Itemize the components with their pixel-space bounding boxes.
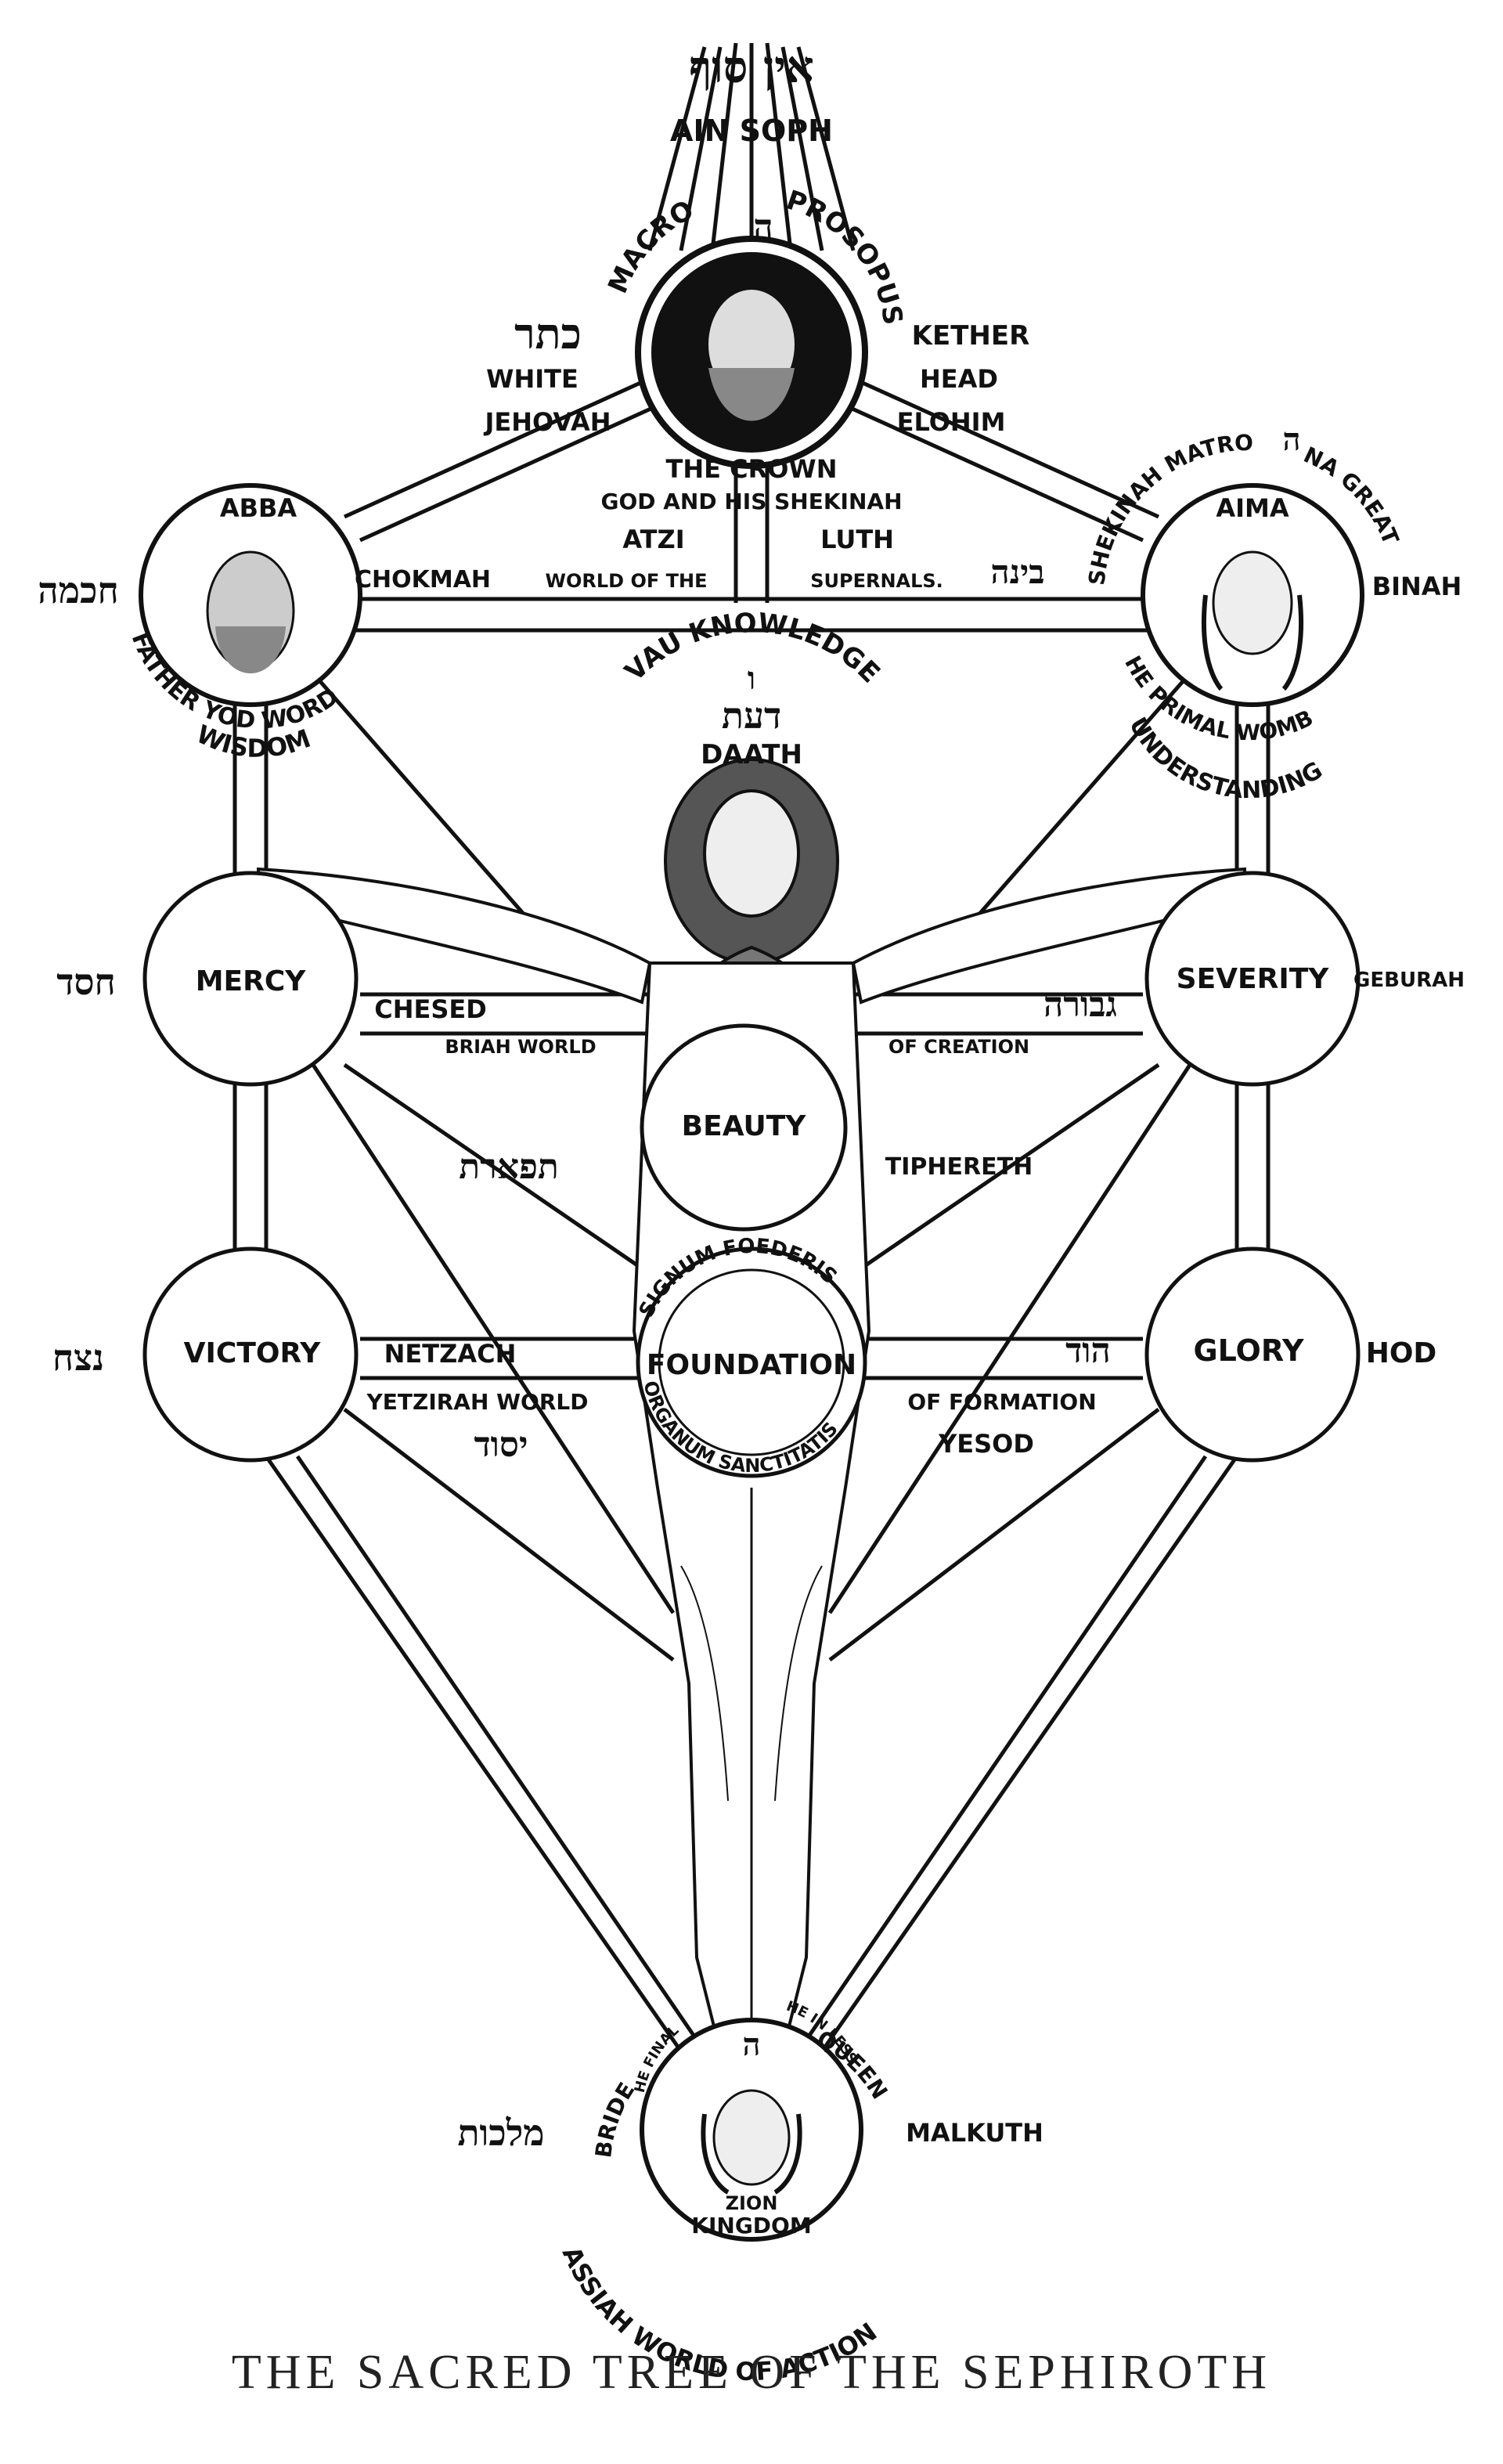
hod-hebrew: הוד [1065, 1331, 1111, 1371]
atziluth-part-2: LUTH [820, 525, 894, 554]
supernal-world-1: WORLD OF THE [546, 570, 708, 592]
netzach-hebrew: נצח [52, 1337, 104, 1379]
crown-below-1: THE CROWN [665, 454, 837, 484]
sephirah-tiphereth [640, 1023, 848, 1232]
malkuth-hebrew: מלכות [457, 2112, 544, 2154]
malkuth-label: MALKUTH [906, 2118, 1043, 2148]
sephirah-geburah [1144, 871, 1361, 1087]
kingdom-label: KINGDOM [691, 2213, 811, 2239]
chesed-label: CHESED [374, 994, 487, 1024]
sephirah-netzach [142, 1246, 359, 1463]
hod-label: HOD [1366, 1337, 1437, 1369]
geburah-label: GEBURAH [1353, 969, 1465, 992]
yesod-hebrew: יסוד [474, 1425, 528, 1465]
foundation-name: FOUNDATION [647, 1349, 856, 1381]
binah-hebrew: בינה [990, 553, 1044, 591]
ain-soph-hebrew: אין סוף [689, 41, 814, 93]
geburah-hebrew: גבורה [1043, 985, 1117, 1025]
severity-name: SEVERITY [1177, 963, 1330, 995]
malkuth-letter: ה [742, 2026, 760, 2063]
tiphereth-hebrew: תפארת [459, 1147, 558, 1187]
sephirah-kether [635, 236, 868, 469]
bride-face [712, 2089, 791, 2186]
binah-letter: ה [1282, 421, 1300, 458]
sephirah-hod [1144, 1246, 1361, 1463]
briah-world-2: OF CREATION [888, 1036, 1029, 1058]
hair-icon [1202, 594, 1303, 691]
sephirah-chesed [142, 871, 359, 1087]
binah-label: BINAH [1372, 572, 1462, 601]
netzach-label: NETZACH [384, 1339, 517, 1369]
abba-label: ABBA [220, 493, 297, 523]
crown-right-3: ELOHIM [897, 407, 1006, 437]
chokmah-hebrew: חכמה [38, 569, 118, 611]
chesed-hebrew: חסד [56, 961, 116, 1003]
mother-face [1212, 550, 1293, 655]
supernal-world-2: SUPERNALS. [810, 570, 943, 592]
briah-world-1: BRIAH WORLD [445, 1036, 596, 1058]
glory-name: GLORY [1193, 1333, 1304, 1368]
crown-right-2: HEAD [920, 364, 998, 394]
adam-kadmon-figure [257, 758, 1246, 2053]
sephirah-chokmah [139, 483, 362, 707]
crown-right-1: KETHER [912, 320, 1030, 352]
diagram-caption: THE SACRED TREE OF THE SEPHIROTH [232, 2346, 1271, 2399]
daath-letter: ו [748, 660, 755, 697]
victory-name: VICTORY [184, 1337, 322, 1369]
kether-hebrew: כתר [514, 308, 582, 359]
atziluth-part-1: ATZI [622, 525, 684, 554]
ain-soph-rays [647, 42, 856, 251]
daath-hebrew: דעת [722, 694, 781, 737]
crown-left-1: WHITE [486, 364, 578, 394]
mercy-name: MERCY [196, 965, 307, 998]
sephirah-yesod [636, 1246, 867, 1478]
tiphereth-label: TIPHERETH [885, 1153, 1033, 1181]
yetzirah-world-1: YETZIRAH WORLD [366, 1389, 589, 1415]
crown-below-2: GOD AND HIS SHEKINAH [600, 489, 902, 514]
beauty-name: BEAUTY [682, 1110, 807, 1142]
ain-soph-label: AIN SOPH [670, 114, 833, 148]
crown-left-2: JEHOVAH [483, 407, 611, 437]
sephirah-malkuth [640, 2018, 863, 2242]
sephirah-binah [1141, 483, 1364, 707]
beard-icon [215, 626, 286, 673]
crown-letter: ה [753, 207, 773, 247]
beard-icon [708, 368, 795, 421]
yesod-label: YESOD [938, 1429, 1034, 1459]
daath-label: DAATH [701, 739, 802, 770]
chokmah-label: CHOKMAH [355, 566, 491, 593]
aima-label: AIMA [1216, 493, 1289, 523]
zion-label: ZION [726, 2192, 778, 2214]
hair-icon [701, 2113, 802, 2195]
yetzirah-world-2: OF FORMATION [907, 1389, 1096, 1415]
